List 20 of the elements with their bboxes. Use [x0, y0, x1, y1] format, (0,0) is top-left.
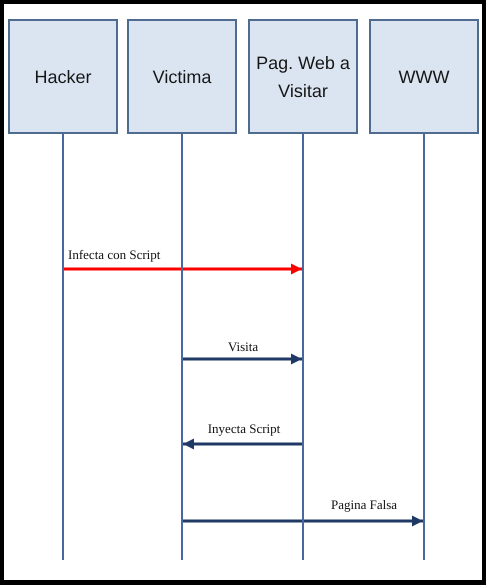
participant-label: Hacker: [34, 66, 92, 88]
message-label: Visita: [228, 339, 258, 355]
participant-label: Pag. Web a Visitar: [255, 52, 351, 102]
lifeline: [423, 134, 425, 560]
message-arrow: [64, 264, 302, 274]
participant-box: [369, 19, 479, 134]
message-arrow: [183, 354, 302, 364]
lifeline: [302, 134, 304, 560]
message-label: Inyecta Script: [208, 421, 280, 437]
message-label: Infecta con Script: [68, 247, 160, 263]
participant-box: [248, 19, 358, 134]
message-arrow: [183, 438, 302, 450]
lifeline: [181, 134, 183, 560]
message-label: Pagina Falsa: [330, 497, 398, 513]
participant-box: [127, 19, 237, 134]
participant-box: [8, 19, 118, 134]
participant-label: Victima: [152, 66, 212, 88]
participant-label: WWW: [398, 66, 450, 88]
lifeline: [62, 134, 64, 560]
message-arrow: [183, 516, 423, 526]
